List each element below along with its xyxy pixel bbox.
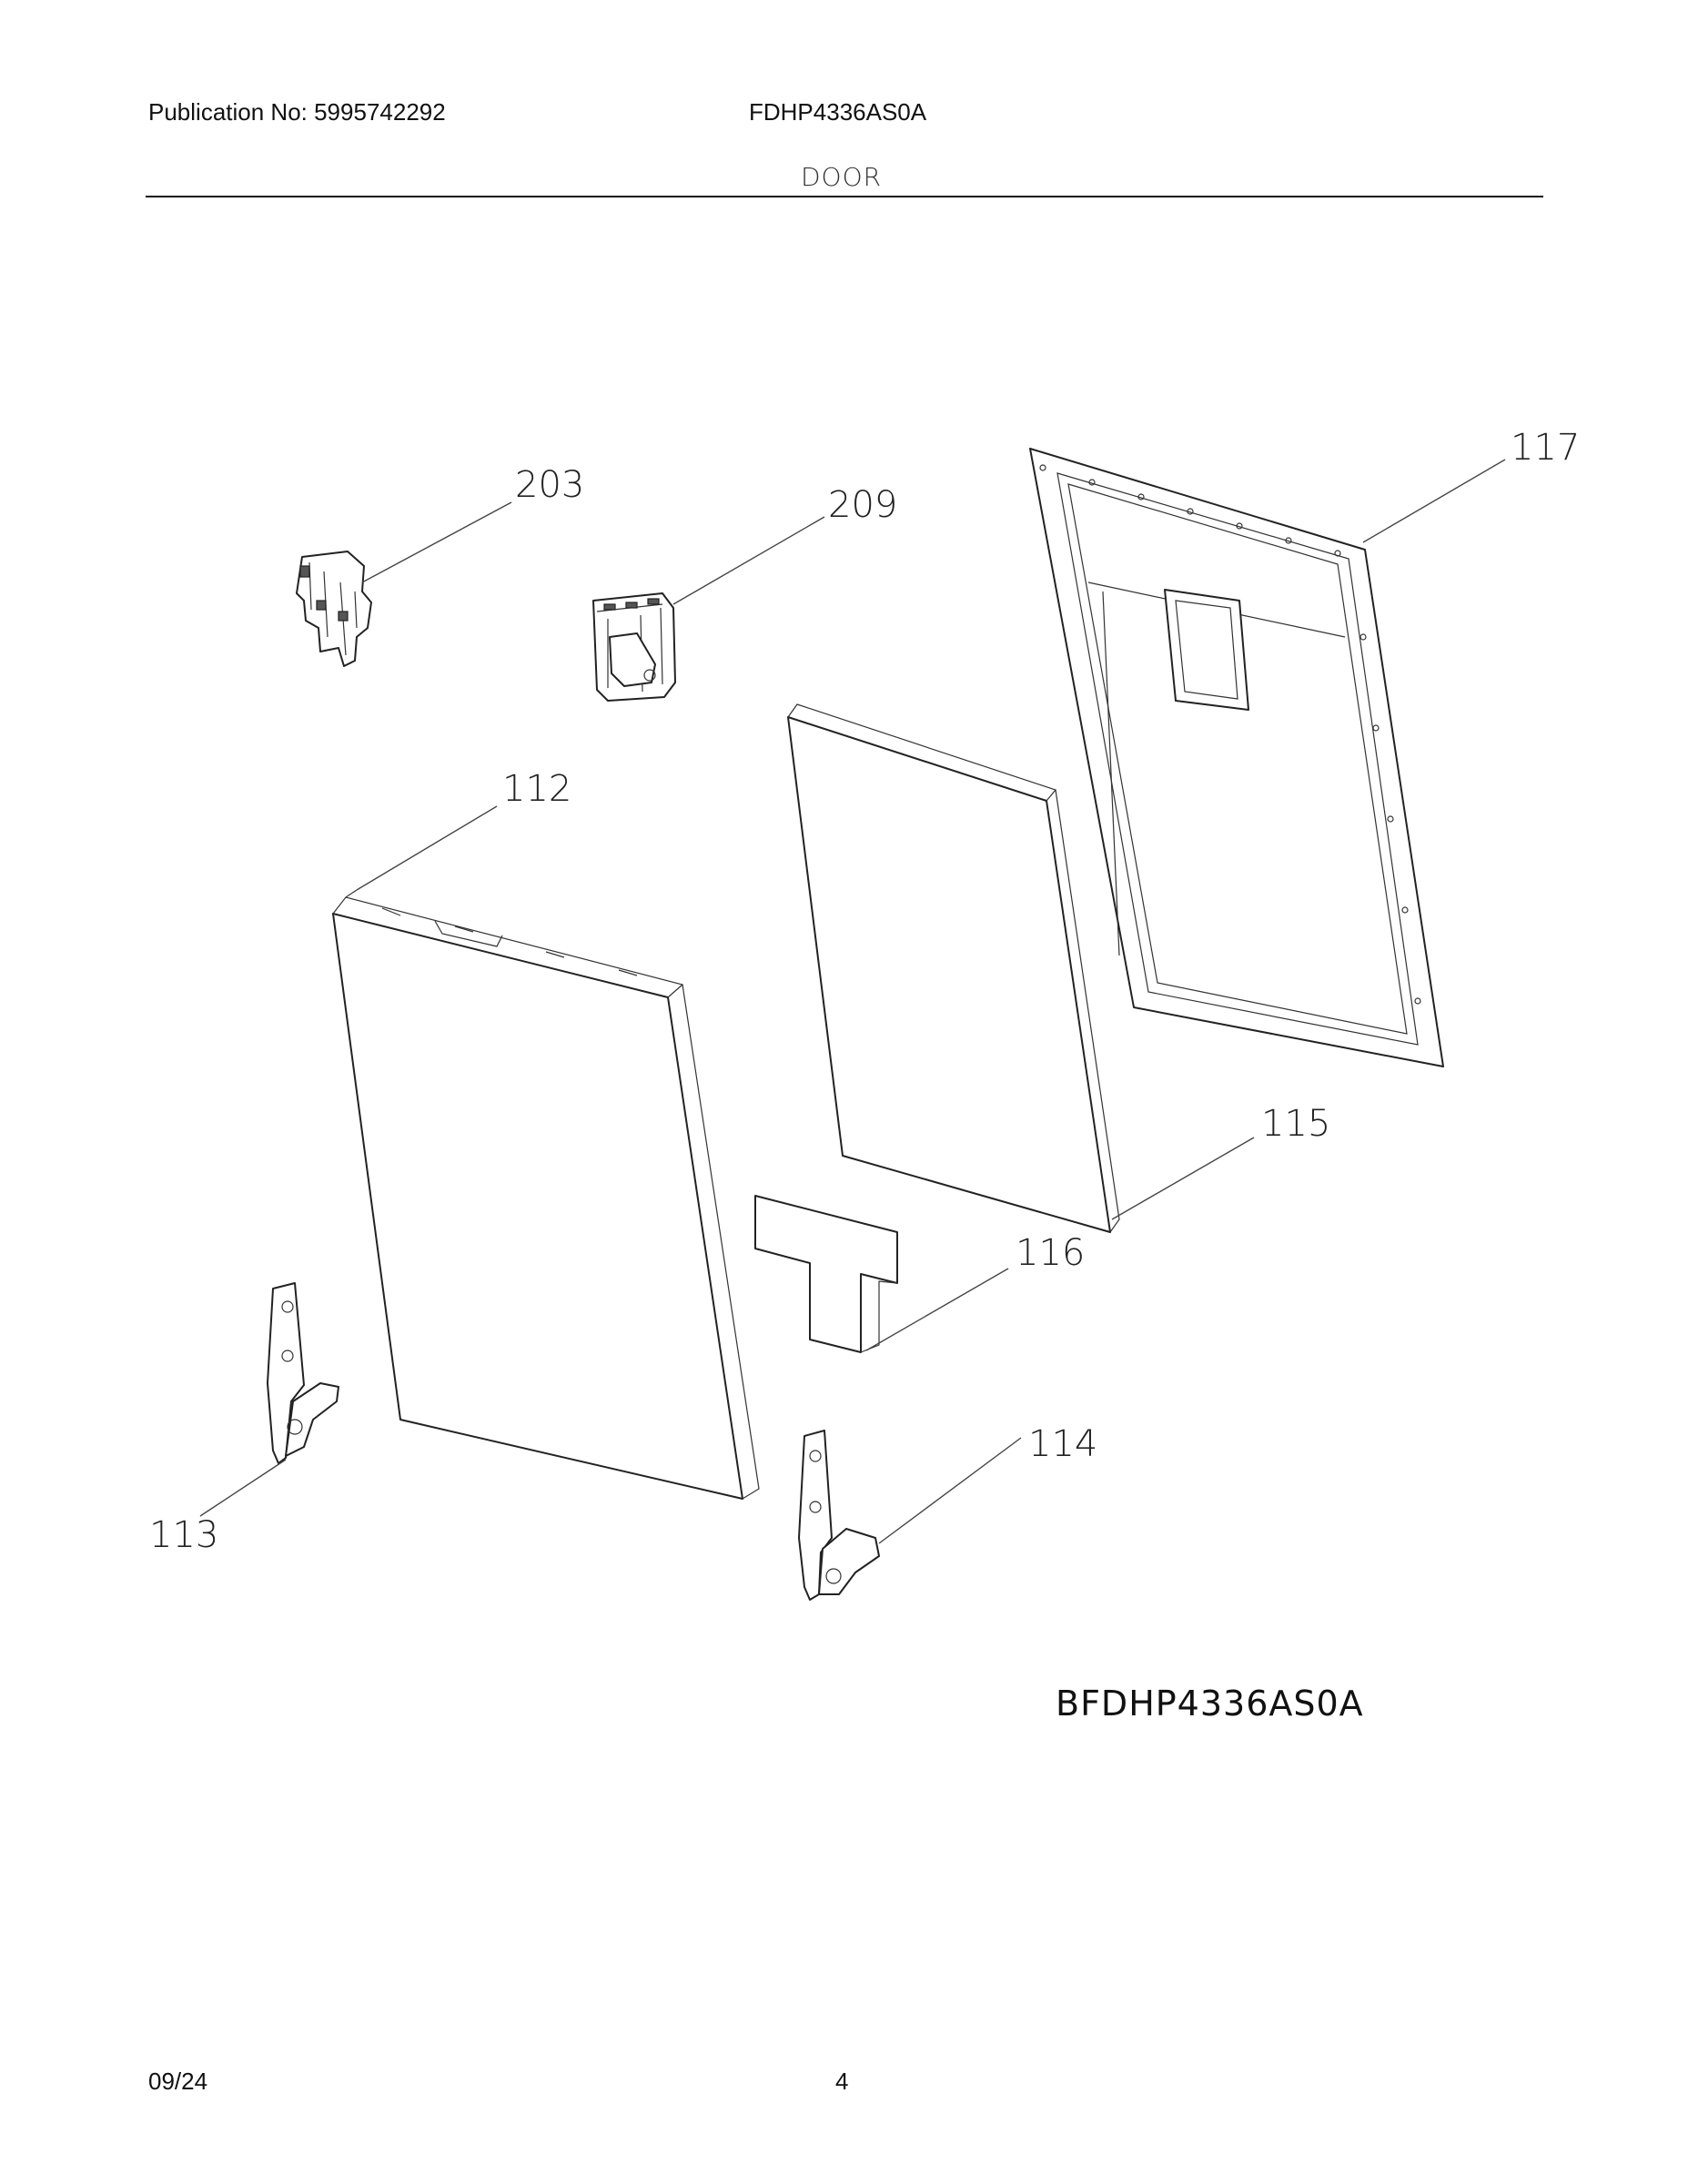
leader-112 [356,805,498,891]
leader-117 [1362,459,1506,543]
part-115-insulation[interactable] [787,703,1120,1233]
part-116-t-insulation[interactable] [754,1195,898,1353]
leader-203 [361,501,512,583]
leader-113 [199,1459,287,1517]
page-number: 4 [835,2068,849,2095]
model-number: FDHP4336AS0A [749,98,927,126]
callout-203: 203 [515,464,584,506]
part-209-dispenser[interactable] [592,592,676,702]
leader-114 [878,1437,1022,1544]
callout-115: 115 [1261,1103,1330,1145]
callout-209: 209 [828,484,897,526]
part-203-door-latch[interactable] [296,551,372,667]
leader-116 [865,1268,1009,1351]
leader-209 [672,516,825,605]
leader-115 [1111,1137,1255,1220]
section-title: DOOR [801,162,883,192]
callout-112: 112 [502,768,571,810]
part-113-left-hinge[interactable] [267,1282,339,1464]
callout-113: 113 [149,1514,218,1556]
drawing-identifier: BFDHP4336AS0A [1056,1684,1364,1724]
callout-116: 116 [1016,1232,1085,1274]
callout-117: 117 [1511,427,1580,469]
part-112-outer-door[interactable] [332,889,760,1500]
footer-date: 09/24 [148,2068,208,2095]
header-divider [146,196,1543,197]
callout-114: 114 [1028,1423,1097,1465]
publication-number: Publication No: 5995742292 [148,98,446,126]
part-114-right-hinge[interactable] [798,1430,880,1601]
part-117-inner-door[interactable] [1029,448,1444,1067]
